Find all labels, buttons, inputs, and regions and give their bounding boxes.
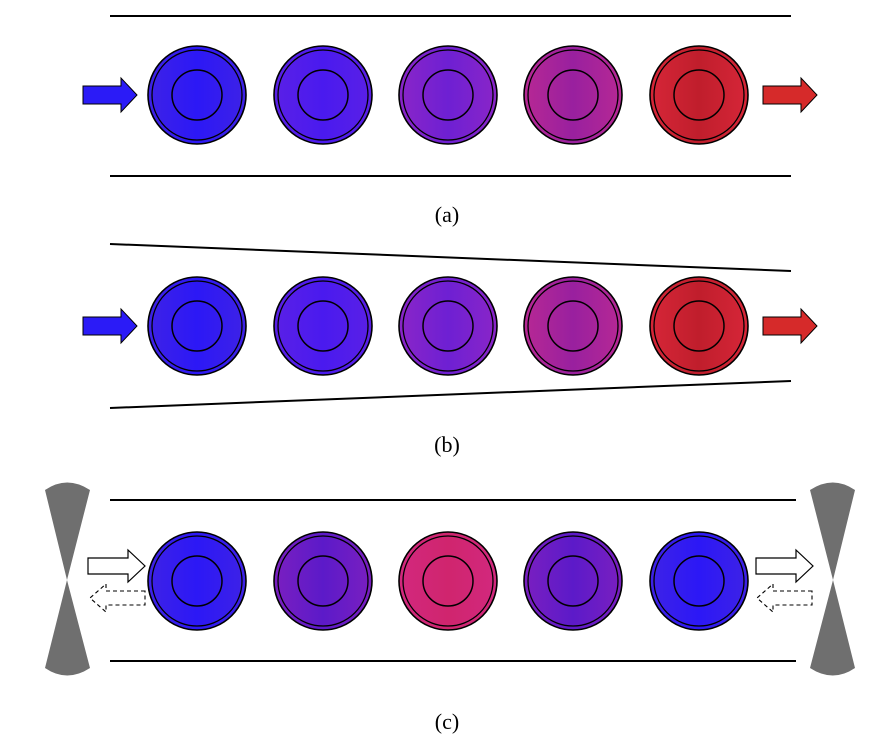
particle-inner-ring <box>527 49 619 141</box>
particle-outer-shell <box>273 531 373 631</box>
particle-inner-ring <box>402 535 494 627</box>
particle-outer-shell <box>649 276 749 376</box>
particle-core <box>422 69 474 121</box>
particle <box>523 45 623 145</box>
particle-core <box>297 555 349 607</box>
particle-inner-ring <box>653 535 745 627</box>
particle-core <box>297 69 349 121</box>
panel-label: (a) <box>435 202 459 227</box>
particle <box>649 531 749 631</box>
outlet-arrow-icon <box>762 76 818 114</box>
particle-inner-ring <box>527 535 619 627</box>
particle-inner-ring <box>151 535 243 627</box>
particle-outer-shell <box>649 531 749 631</box>
left-incident-arrow-icon <box>87 548 146 584</box>
particle-outer-shell <box>273 45 373 145</box>
panel-c: (c) <box>45 482 855 734</box>
particle-inner-ring <box>277 280 369 372</box>
particle <box>147 531 247 631</box>
particle-core <box>171 69 223 121</box>
channel-top-wall <box>109 243 792 272</box>
particle-outer-shell <box>523 531 623 631</box>
particle-outer-shell <box>649 45 749 145</box>
particle-row <box>147 531 749 631</box>
particle-inner-ring <box>277 49 369 141</box>
particle <box>147 45 247 145</box>
particle <box>649 45 749 145</box>
particle-inner-ring <box>527 280 619 372</box>
particle <box>523 531 623 631</box>
particle-core <box>673 300 725 352</box>
particle-row <box>147 276 749 376</box>
particle-outer-shell <box>398 276 498 376</box>
outlet-arrow-icon <box>762 307 818 345</box>
particle-outer-shell <box>147 276 247 376</box>
particle-outer-shell <box>523 45 623 145</box>
particle <box>649 276 749 376</box>
particle <box>398 531 498 631</box>
particle <box>273 276 373 376</box>
left-laser-beam-icon <box>45 482 90 676</box>
particle <box>147 276 247 376</box>
particle-inner-ring <box>653 49 745 141</box>
channel-bottom-wall <box>109 380 792 409</box>
particle-inner-ring <box>151 280 243 372</box>
particle-core <box>547 69 599 121</box>
particle-core <box>547 300 599 352</box>
particle-outer-shell <box>147 531 247 631</box>
right-laser-beam-icon <box>810 482 855 676</box>
particle-inner-ring <box>402 49 494 141</box>
particle-inner-ring <box>277 535 369 627</box>
particle-inner-ring <box>653 280 745 372</box>
particle-row <box>147 45 749 145</box>
particle-outer-shell <box>398 45 498 145</box>
particle-core <box>422 555 474 607</box>
particle-outer-shell <box>398 531 498 631</box>
panel-a: (a) <box>82 15 818 227</box>
right-reflected-arrow-icon <box>756 582 813 614</box>
particle-inner-ring <box>151 49 243 141</box>
particle-core <box>297 300 349 352</box>
particle <box>273 45 373 145</box>
particle-outer-shell <box>273 276 373 376</box>
particle-inner-ring <box>402 280 494 372</box>
panel-b: (b) <box>82 243 818 457</box>
particle-core <box>673 555 725 607</box>
panel-label: (c) <box>435 709 459 734</box>
particle-core <box>422 300 474 352</box>
particle <box>273 531 373 631</box>
particle-core <box>673 69 725 121</box>
particle-outer-shell <box>147 45 247 145</box>
panel-label: (b) <box>434 432 460 457</box>
right-incident-arrow-icon <box>755 548 814 584</box>
inlet-arrow-icon <box>82 307 138 345</box>
particle-core <box>171 300 223 352</box>
particle <box>523 276 623 376</box>
particle-core <box>171 555 223 607</box>
particle <box>398 45 498 145</box>
inlet-arrow-icon <box>82 76 138 114</box>
particle-outer-shell <box>523 276 623 376</box>
particle-core <box>547 555 599 607</box>
particle <box>398 276 498 376</box>
left-reflected-arrow-icon <box>89 582 146 614</box>
